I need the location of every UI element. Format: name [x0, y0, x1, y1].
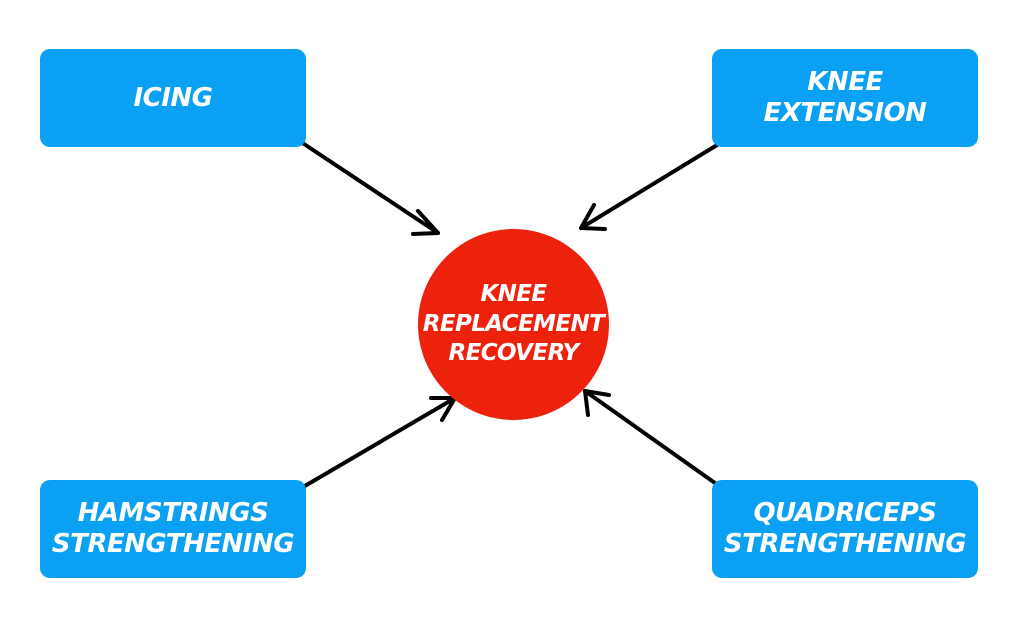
- node-hamstrings-line-1: Hamstrings: [77, 498, 269, 529]
- node-quadriceps-line-1: Quadriceps: [753, 498, 937, 529]
- arrow-top-left: [296, 138, 440, 236]
- arrow-bottom-left: [296, 396, 457, 492]
- arrow-bottom-right: [583, 389, 724, 490]
- center-line-3: Recovery: [448, 340, 580, 367]
- node-knee-extension: Knee Extension: [712, 49, 978, 147]
- node-quadriceps-line-2: Strengthening: [723, 529, 967, 559]
- node-icing-line-1: Icing: [133, 82, 213, 113]
- center-line-1: Knee: [480, 280, 547, 307]
- node-knee-extension-line-1: Knee Extension: [763, 67, 927, 128]
- node-quadriceps-strengthening: Quadriceps Strengthening: [712, 480, 978, 578]
- node-hamstrings-strengthening: Hamstrings Strengthening: [40, 480, 306, 578]
- center-line-2: Replacement: [422, 310, 605, 337]
- node-hamstrings-line-2: Strengthening: [51, 529, 295, 559]
- center-knee-replacement-recovery: Knee Replacement Recovery: [418, 229, 609, 420]
- node-icing: Icing: [40, 49, 306, 147]
- arrow-top-right: [579, 140, 724, 231]
